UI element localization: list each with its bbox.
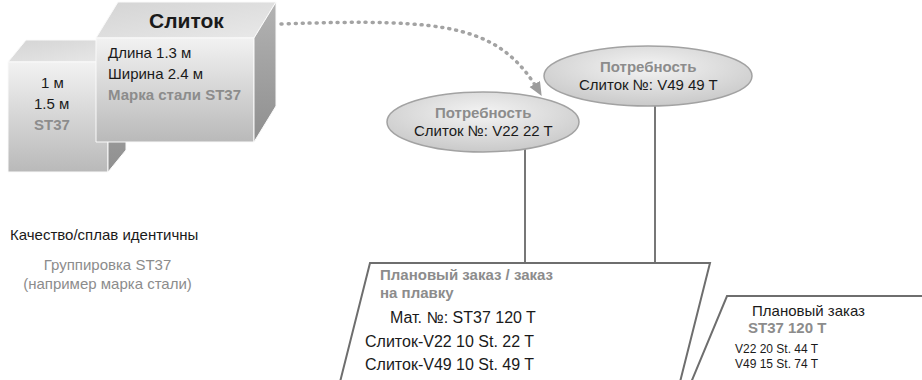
note-label: Качество/сплав идентичны (10, 226, 198, 245)
node-text: Слиток №: V22 22 T (414, 122, 553, 140)
order-parallelogram: Плановый заказ / заказ на плавкуМат. №: … (340, 262, 710, 380)
node-text: Слиток-V22 10 St. 22 T (365, 332, 534, 351)
connector-line (654, 106, 656, 263)
node-heading: Слиток (149, 8, 224, 33)
node-heading: Плановый заказ (752, 302, 865, 320)
node-text: Мат. №: ST37 120 T (390, 308, 536, 327)
node-text: 1.5 м (34, 95, 69, 113)
node-text: ST37 (34, 116, 70, 134)
parallelogram-outline (690, 296, 922, 380)
box-front-face (8, 62, 108, 172)
node-text: Ширина 2.4 м (108, 65, 203, 83)
order-parallelogram: Плановый заказST37 120 T V22 20 St. 44 TV… (690, 295, 922, 380)
connector-line (524, 149, 526, 263)
node-text: ST37 120 T (748, 319, 826, 337)
node-heading: Плановый заказ / заказ на плавку (380, 266, 565, 302)
parallelogram-outline (340, 263, 710, 380)
node-text: V22 20 St. 44 T (735, 342, 818, 356)
node-text: 1 м (41, 74, 64, 92)
box-side-face (254, 2, 276, 142)
node-text: Марка стали ST37 (108, 86, 241, 104)
demand-ellipse: ПотребностьСлиток №: V22 22 T (386, 91, 580, 153)
box-top-face (96, 2, 276, 38)
node-text: Длина 1.3 м (108, 44, 191, 62)
ellipse-outline (387, 92, 579, 152)
demand-ellipse: ПотребностьСлиток №: V49 49 T (543, 45, 753, 107)
note-label: Группировка ST37 (например марка стали) (20, 256, 195, 294)
node-text: Слиток-V49 10 St. 49 T (365, 355, 534, 374)
dotted-arrow (281, 22, 541, 95)
box-front-face (96, 38, 254, 142)
node-heading: Потребность (600, 58, 696, 76)
node-heading: Потребность (435, 104, 531, 122)
ellipse-outline (544, 46, 752, 106)
ingot-box: СлитокДлина 1.3 м Ширина 2.4 м Марка стали… (96, 2, 276, 142)
node-text: V49 15 St. 74 T (735, 357, 818, 371)
node-text: Слиток №: V49 49 T (579, 76, 718, 94)
